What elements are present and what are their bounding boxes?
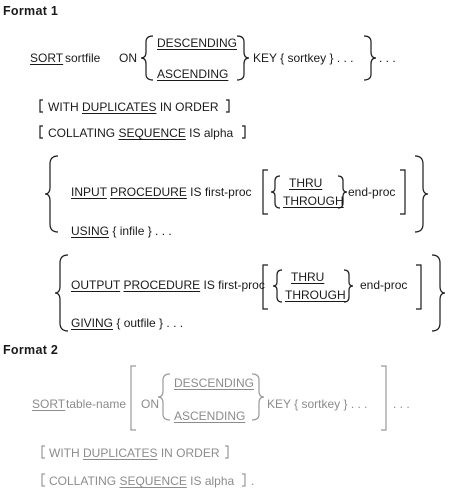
bracket-input-left	[262, 169, 268, 215]
thru-keyword: THRU	[289, 176, 323, 190]
bracket-with-right	[226, 99, 230, 113]
f2-on-keyword: ON	[141, 397, 159, 411]
on-keyword: ON	[119, 51, 137, 65]
f2-trailing-ellipsis: . . .	[393, 397, 410, 411]
bracket-collating-right	[242, 125, 246, 139]
through-keyword-2: THROUGH	[285, 288, 346, 302]
format-1-title: Format 1	[3, 4, 59, 18]
brace-input-left	[44, 155, 59, 233]
f2-collating-sequence-clause: COLLATING SEQUENCE IS alpha	[49, 474, 235, 488]
bracket-f2-on-right	[381, 365, 387, 431]
trailing-ellipsis: . . .	[379, 51, 396, 65]
bracket-input-right	[400, 169, 406, 215]
with-duplicates-clause: WITH DUPLICATES IN ORDER	[48, 100, 219, 114]
output-procedure-clause: OUTPUT PROCEDURE IS first-proc	[71, 278, 265, 292]
key-sortkey-clause: KEY { sortkey } . . .	[253, 51, 354, 65]
brace-thru2-left	[272, 269, 283, 303]
brace-thru-left	[270, 175, 281, 209]
brace-repeat-right	[363, 35, 377, 81]
bracket-f2-on-left	[130, 365, 136, 431]
bracket-collating-left	[39, 125, 43, 139]
f2-end-period: .	[251, 474, 255, 488]
using-clause: USING { infile } . . .	[71, 224, 172, 238]
sort-keyword: SORT	[30, 51, 64, 65]
bracket-f2-with-left	[41, 445, 45, 459]
brace-f2-on-left	[157, 373, 171, 421]
end-proc-operand: end-proc	[348, 185, 396, 199]
brace-output-right	[431, 254, 446, 332]
bracket-with-left	[39, 99, 43, 113]
end-proc-operand-2: end-proc	[360, 278, 408, 292]
sortfile-operand: sortfile	[65, 51, 101, 65]
format-2-title: Format 2	[3, 343, 59, 357]
brace-on-left	[140, 35, 154, 81]
collating-sequence-clause: COLLATING SEQUENCE IS alpha	[48, 126, 234, 140]
f2-key-sortkey-clause: KEY { sortkey } . . .	[267, 397, 368, 411]
giving-clause: GIVING { outfile } . . .	[71, 316, 184, 330]
brace-on-right	[236, 35, 250, 81]
input-procedure-clause: INPUT PROCEDURE IS first-proc	[71, 185, 252, 199]
bracket-f2-collating-right	[242, 473, 246, 487]
ascending-keyword: ASCENDING	[157, 67, 229, 81]
f2-descending-keyword: DESCENDING	[174, 376, 255, 390]
thru-keyword-2: THRU	[291, 270, 325, 284]
f2-ascending-keyword: ASCENDING	[174, 409, 246, 423]
brace-input-right	[414, 155, 429, 233]
bracket-f2-with-right	[225, 445, 229, 459]
through-keyword: THROUGH	[283, 194, 344, 208]
f2-with-duplicates-clause: WITH DUPLICATES IN ORDER	[49, 446, 220, 460]
bracket-f2-collating-left	[41, 473, 45, 487]
f2-sort-keyword: SORT	[32, 397, 66, 411]
table-name-operand: table-name	[66, 397, 127, 411]
brace-output-left	[54, 254, 69, 332]
bracket-output-right	[416, 264, 422, 310]
descending-keyword: DESCENDING	[157, 36, 238, 50]
